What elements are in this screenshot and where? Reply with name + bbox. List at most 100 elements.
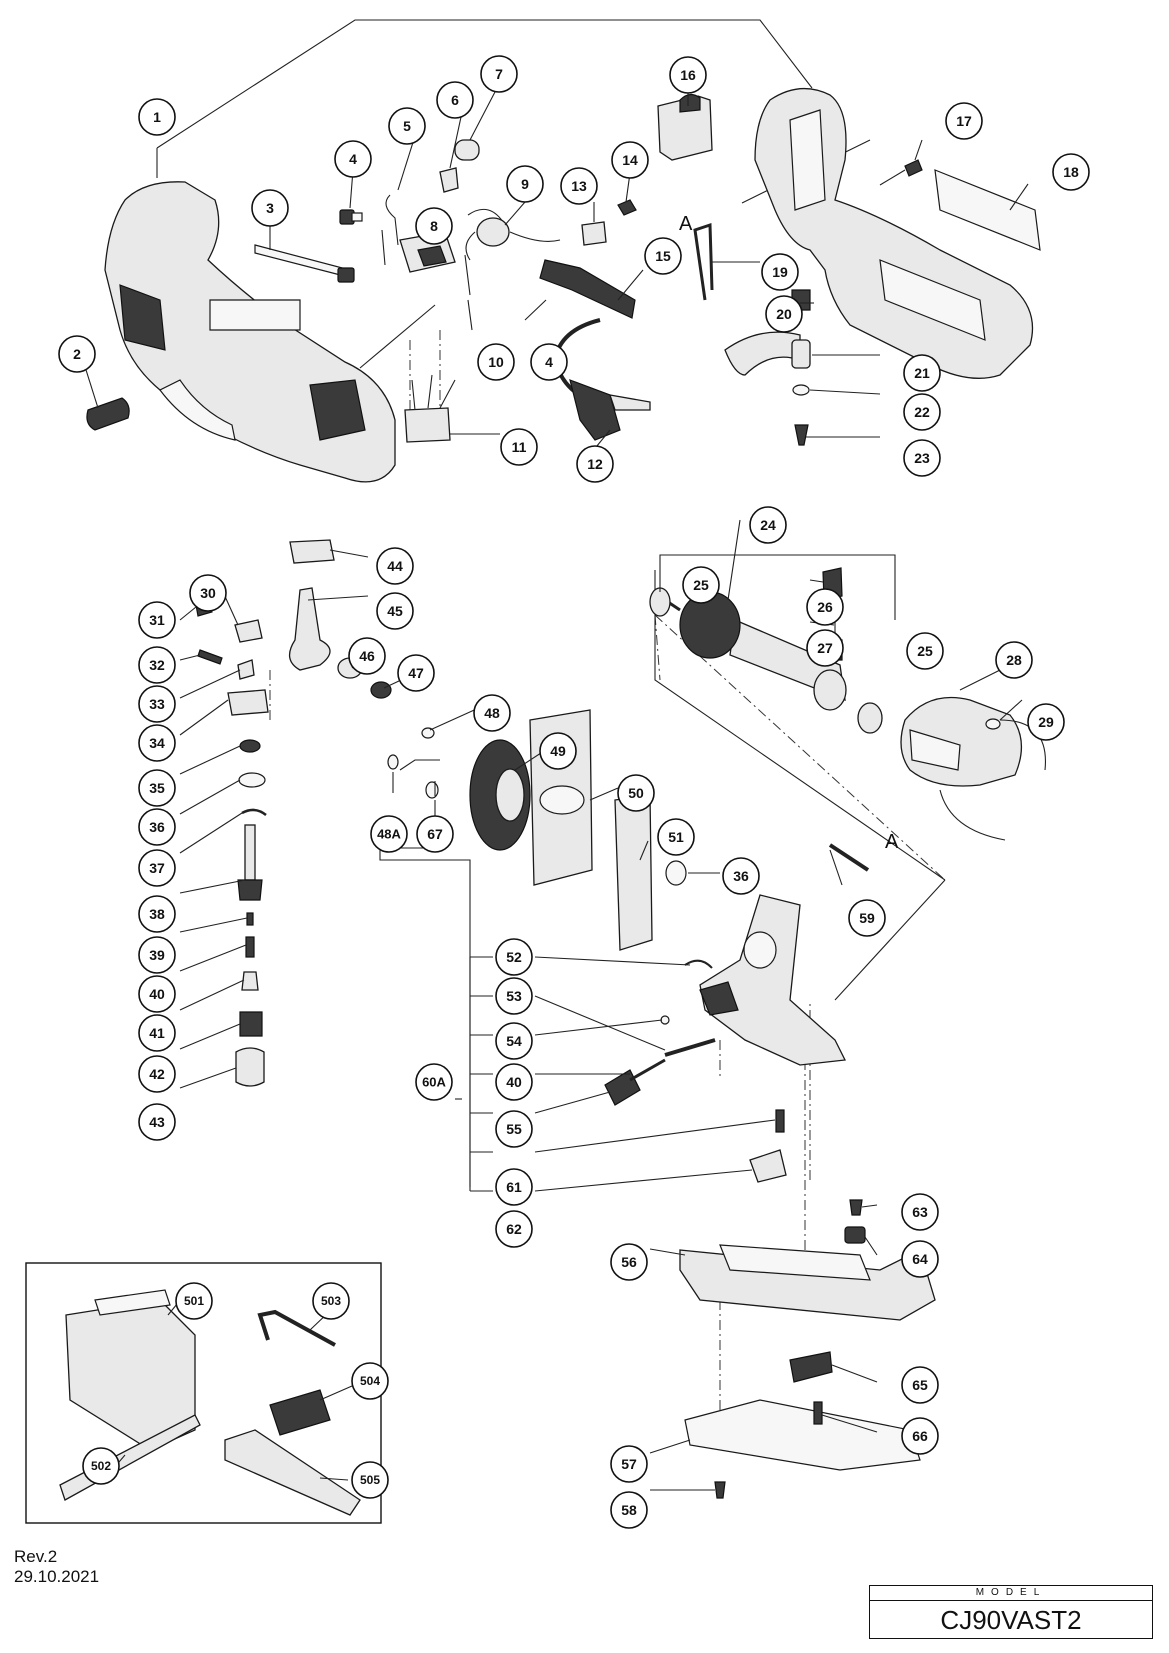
part-hex-wrench-19 xyxy=(693,222,714,301)
svg-text:41: 41 xyxy=(149,1025,165,1041)
part-plunger-assy-30 xyxy=(234,619,263,643)
callout-29: 29 xyxy=(1027,703,1065,741)
svg-text:46: 46 xyxy=(359,648,375,664)
part-plunger-38 xyxy=(237,824,263,901)
svg-text:25: 25 xyxy=(693,577,709,593)
part-label-18 xyxy=(934,169,1041,251)
svg-text:9: 9 xyxy=(521,176,529,192)
callout-12: 12 xyxy=(576,445,614,483)
part-cord-clip-13 xyxy=(581,221,607,246)
callout-34: 34 xyxy=(138,724,176,762)
part-screw-4a xyxy=(339,209,363,225)
part-screw-23 xyxy=(794,424,809,446)
callout-14: 14 xyxy=(611,141,649,179)
svg-text:501: 501 xyxy=(184,1294,204,1308)
callout-41: 41 xyxy=(138,1014,176,1052)
part-base-56 xyxy=(679,1244,936,1321)
callout-505: 505 xyxy=(351,1461,389,1499)
svg-text:504: 504 xyxy=(360,1374,380,1388)
part-washer-35 xyxy=(239,739,261,753)
svg-text:42: 42 xyxy=(149,1066,165,1082)
part-pin-61 xyxy=(775,1109,785,1133)
callout-2: 2 xyxy=(58,335,96,373)
callout-48: 48 xyxy=(473,694,511,732)
revision-date: 29.10.2021 xyxy=(14,1567,100,1586)
svg-text:502: 502 xyxy=(91,1459,111,1473)
part-bushing-47 xyxy=(370,681,392,699)
callout-53: 53 xyxy=(495,977,533,1015)
callout-504: 504 xyxy=(351,1362,389,1400)
callout-7: 7 xyxy=(480,55,518,93)
svg-text:12: 12 xyxy=(587,456,603,472)
part-washer-36a xyxy=(238,772,266,788)
svg-text:17: 17 xyxy=(956,113,972,129)
svg-text:52: 52 xyxy=(506,949,522,965)
svg-text:61: 61 xyxy=(506,1179,522,1195)
svg-text:16: 16 xyxy=(680,67,696,83)
callout-502: 502 xyxy=(82,1447,120,1485)
svg-text:48A: 48A xyxy=(377,827,401,842)
part-lever-55 xyxy=(604,1058,666,1106)
svg-text:49: 49 xyxy=(550,743,566,759)
callout-67: 67 xyxy=(416,815,454,853)
callout-32: 32 xyxy=(138,646,176,684)
marker-a-top: A xyxy=(679,213,693,235)
part-dust-cover-21 xyxy=(724,331,811,376)
part-bearing-25 xyxy=(649,587,883,734)
part-cord-12 xyxy=(552,318,651,441)
part-washer-67 xyxy=(425,781,439,799)
part-cord-armor-15 xyxy=(539,259,636,319)
svg-text:65: 65 xyxy=(912,1377,928,1393)
part-screw-17 xyxy=(879,159,923,186)
leader-lines xyxy=(80,89,1029,1491)
part-clamp-65 xyxy=(789,1351,833,1383)
callout-38: 38 xyxy=(138,895,176,933)
svg-text:39: 39 xyxy=(149,947,165,963)
svg-text:38: 38 xyxy=(149,906,165,922)
svg-text:28: 28 xyxy=(1006,652,1022,668)
callout-13: 13 xyxy=(560,167,598,205)
svg-text:7: 7 xyxy=(495,66,503,82)
svg-text:22: 22 xyxy=(914,404,930,420)
callout-27: 27 xyxy=(806,629,844,667)
part-pin-53 xyxy=(664,1038,716,1057)
callout-43: 43 xyxy=(138,1103,176,1141)
callout-62: 62 xyxy=(495,1210,533,1248)
svg-text:35: 35 xyxy=(149,780,165,796)
revision-label: Rev.2 xyxy=(14,1547,58,1566)
part-label-16 xyxy=(657,93,713,161)
svg-text:43: 43 xyxy=(149,1114,165,1130)
part-ring-48a xyxy=(387,754,399,770)
callout-37: 37 xyxy=(138,849,176,887)
part-screw-14 xyxy=(617,199,637,216)
svg-text:44: 44 xyxy=(387,558,403,574)
svg-text:59: 59 xyxy=(859,910,875,926)
part-washer-36b xyxy=(665,860,687,886)
part-housing-left xyxy=(104,181,396,483)
svg-text:66: 66 xyxy=(912,1428,928,1444)
callout-63: 63 xyxy=(901,1193,939,1231)
svg-text:53: 53 xyxy=(506,988,522,1004)
part-cable-tie-3 xyxy=(254,244,355,283)
svg-text:14: 14 xyxy=(622,152,638,168)
svg-text:50: 50 xyxy=(628,785,644,801)
part-ring-52 xyxy=(684,959,713,969)
part-pin-39 xyxy=(246,912,254,926)
svg-text:54: 54 xyxy=(506,1033,522,1049)
callout-23: 23 xyxy=(903,439,941,477)
part-washer-22 xyxy=(792,384,810,396)
svg-text:31: 31 xyxy=(149,612,165,628)
svg-text:5: 5 xyxy=(403,118,411,134)
callout-22: 22 xyxy=(903,393,941,431)
part-retaining-ring-48 xyxy=(421,727,435,739)
svg-text:64: 64 xyxy=(912,1251,928,1267)
callout-33: 33 xyxy=(138,685,176,723)
part-screw-66 xyxy=(813,1401,823,1425)
callout-66: 66 xyxy=(901,1417,939,1455)
svg-text:51: 51 xyxy=(668,829,684,845)
svg-text:58: 58 xyxy=(621,1502,637,1518)
part-stator-28 xyxy=(900,696,1046,841)
callout-35: 35 xyxy=(138,769,176,807)
svg-text:33: 33 xyxy=(149,696,165,712)
callout-3: 3 xyxy=(251,189,289,227)
